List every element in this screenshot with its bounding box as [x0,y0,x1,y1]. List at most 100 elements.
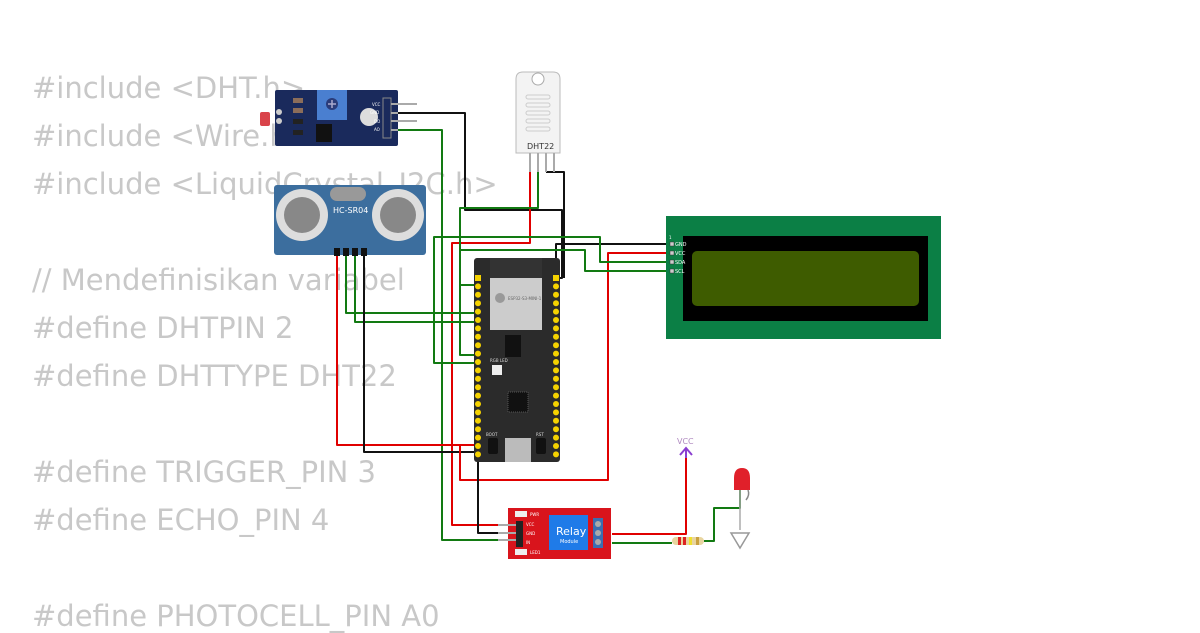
esp32-pin[interactable] [475,325,481,332]
ground-icon [729,532,751,550]
relay-subtitle: Module [560,539,578,545]
esp32-pin[interactable] [475,342,481,349]
esp32-pin[interactable] [553,359,559,365]
esp32-pin[interactable] [475,359,481,365]
esp32-pins [475,275,559,458]
esp32-pin[interactable] [475,443,481,449]
red-led[interactable] [734,468,750,530]
esp32-pin[interactable] [553,367,559,374]
esp32-pin[interactable] [553,333,559,340]
resistor[interactable] [672,537,704,545]
esp32-pin[interactable] [553,350,559,357]
wire-relay-vcc[interactable] [612,455,687,535]
relay-label: PWR [530,512,539,517]
wire-us-vcc[interactable] [336,255,478,446]
relay-label: IN [526,540,530,545]
esp32-pin[interactable] [553,451,559,458]
esp32-pin[interactable] [553,375,559,382]
esp32-pin[interactable] [475,308,481,315]
reset-label: RST [536,432,544,437]
ldr-sensor-module[interactable]: VCC GND DO AO [260,90,417,146]
esp32-pin[interactable] [475,392,481,399]
esp32-pin[interactable] [475,275,481,281]
dht-label: DHT22 [527,142,554,151]
esp32-pin[interactable] [553,291,559,298]
esp32-pin[interactable] [553,308,559,315]
wire-us-gnd[interactable] [363,255,478,453]
esp32-pin[interactable] [475,409,481,416]
vcc-label: VCC [677,437,694,446]
esp32-pin[interactable] [475,401,481,407]
lcd-pin-label: SDA [675,260,686,266]
ldr-pin-label: VCC [372,102,381,107]
wire-dht-data[interactable] [459,172,539,356]
code-line: #define PHOTOCELL_PIN A0 [32,599,440,633]
ultrasonic-sensor[interactable]: HC-SR04 [274,185,426,256]
relay-module[interactable]: Relay Module PWR VCC GND IN LED1 [498,508,611,559]
code-line: #include <LiquidCrystal_I2C.h> [32,167,498,201]
ldr-pin-label: DO [374,119,380,124]
esp32-pin[interactable] [475,375,481,382]
wire-ldr-gnd[interactable] [398,112,563,279]
esp32-pin[interactable] [553,342,559,349]
esp32-pin[interactable] [553,384,559,391]
esp32-pin[interactable] [475,300,481,307]
lcd-pin-one: 1 [669,235,672,240]
relay-label: GND [526,531,535,536]
ldr-pin-label: GND [370,110,379,115]
ldr-pin-label: AO [374,127,380,132]
wire-ldr-ao[interactable] [398,129,512,541]
esp32-board[interactable]: ESP32-S3-MINI-1 RGB LED BOOT RST [474,258,560,462]
esp32-pin[interactable] [475,350,481,357]
wire-relay-gnd[interactable] [477,452,512,534]
esp32-pin[interactable] [553,300,559,307]
esp32-pin[interactable] [553,426,559,433]
esp32-pin[interactable] [475,417,481,424]
esp32-pin[interactable] [553,317,559,323]
esp32-pin[interactable] [475,384,481,391]
esp32-pin[interactable] [553,392,559,399]
code-line: #define ECHO_PIN 4 [32,503,330,537]
code-line: #define DHTTYPE DHT22 [32,359,397,393]
esp32-pin[interactable] [553,417,559,424]
esp32-pin[interactable] [475,333,481,340]
esp32-pin[interactable] [475,291,481,298]
dht22-sensor[interactable]: DHT22 [515,71,561,172]
esp32-pin[interactable] [475,367,481,374]
esp32-pin[interactable] [553,434,559,441]
lcd-pin-label: GND [675,242,687,248]
esp32-pin[interactable] [475,434,481,441]
relay-label: LED1 [530,550,541,555]
lcd-pin-label: SCL [675,269,685,275]
relay-title: Relay [556,525,587,538]
wire-us-trig[interactable] [345,255,478,314]
rgb-led-label: RGB LED [490,358,508,363]
esp32-pin[interactable] [553,275,559,281]
vcc-symbol: VCC [677,437,694,458]
esp32-pin[interactable] [553,401,559,407]
esp32-pin[interactable] [475,426,481,433]
esp32-pin[interactable] [553,409,559,416]
relay-label: VCC [526,522,535,527]
wire-dht-gnd[interactable] [546,171,565,278]
photoresistor-icon [260,112,270,126]
wire-lcd-scl[interactable] [459,249,672,286]
esp32-module-label: ESP32-S3-MINI-1 [508,296,542,301]
ultrasonic-label: HC-SR04 [333,206,368,215]
code-line: #define TRIGGER_PIN 3 [32,455,376,489]
code-line: #define DHTPIN 2 [32,311,294,345]
esp32-pin[interactable] [475,317,481,323]
wire-us-echo[interactable] [354,255,478,323]
wire-dht-vcc[interactable] [451,172,531,526]
esp32-pin[interactable] [553,443,559,449]
lcd-pin-label: VCC [675,251,686,257]
esp32-pin[interactable] [553,325,559,332]
esp32-pin[interactable] [475,451,481,458]
wire-lcd-vcc[interactable] [459,252,672,481]
esp32-pin[interactable] [475,283,481,290]
esp32-pin[interactable] [553,283,559,290]
lcd-display[interactable]: 1 GND VCC SDA SCL [666,216,941,339]
wire-lcd-sda[interactable] [433,236,672,364]
boot-label: BOOT [486,432,498,437]
